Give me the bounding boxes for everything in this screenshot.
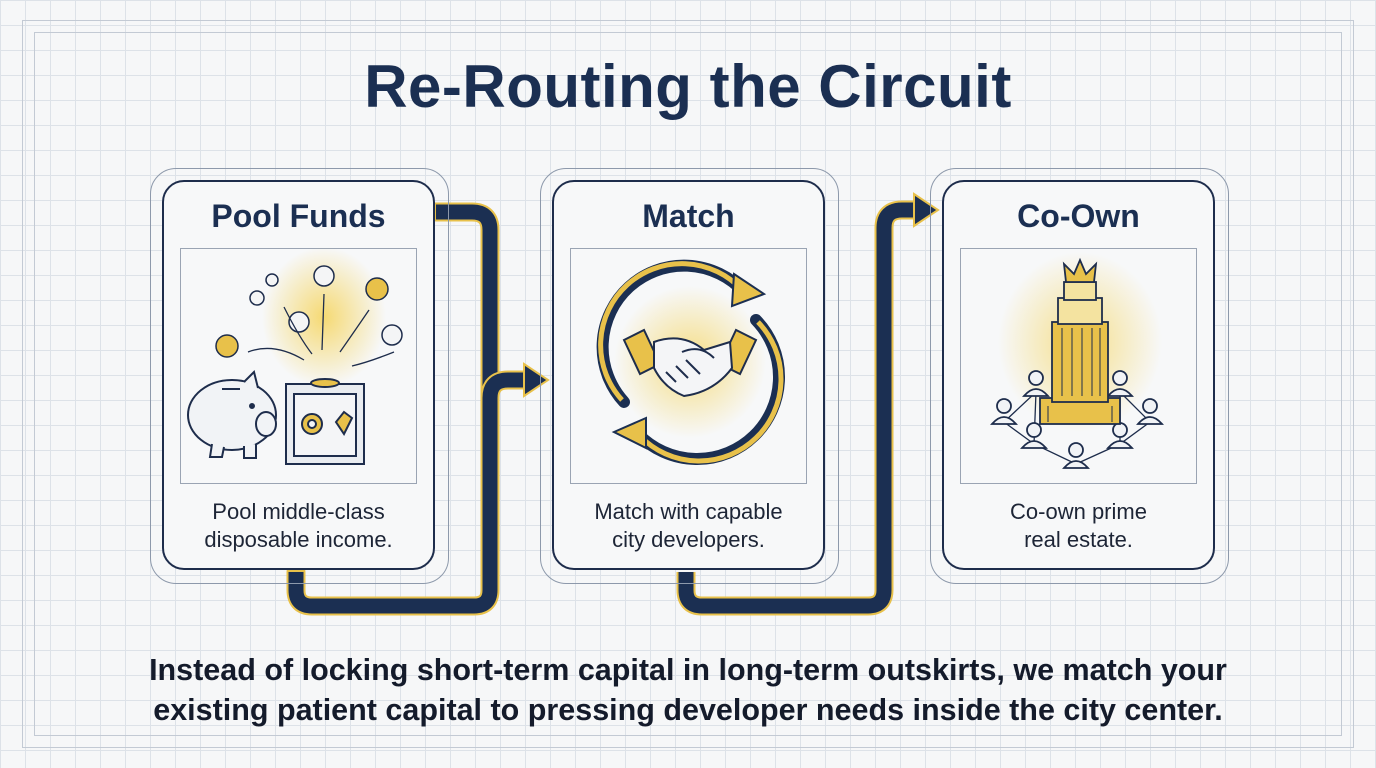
step-description-line: Pool middle-class bbox=[212, 499, 385, 524]
people-network-icon bbox=[990, 370, 1164, 469]
match-illustration bbox=[596, 259, 785, 466]
connector-2 bbox=[676, 192, 940, 616]
illustration-frame bbox=[570, 248, 807, 484]
step-card-pool-funds: Pool Funds bbox=[162, 180, 435, 570]
step-description-line: city developers. bbox=[612, 527, 765, 552]
illustration-frame bbox=[180, 248, 417, 484]
step-card-co-own: Co-Own bbox=[942, 180, 1215, 570]
coin-icon bbox=[215, 265, 403, 358]
step-description: Match with capable city developers. bbox=[554, 498, 823, 554]
step-description-line: real estate. bbox=[1024, 527, 1133, 552]
footer-line: Instead of locking short-term capital in… bbox=[149, 653, 1227, 687]
page-title: Re-Routing the Circuit bbox=[364, 53, 1012, 120]
handshake-icon bbox=[622, 328, 758, 398]
cycle-arrows-icon bbox=[596, 259, 785, 466]
step-description-line: Co-own prime bbox=[1010, 499, 1147, 524]
step-title: Co-Own bbox=[1017, 198, 1140, 234]
step-description-line: disposable income. bbox=[204, 527, 393, 552]
step-description-line: Match with capable bbox=[594, 499, 783, 524]
skyscraper-icon bbox=[1039, 281, 1121, 425]
step-title: Match bbox=[642, 198, 735, 234]
card-outline-1 bbox=[150, 168, 449, 584]
safe-icon bbox=[285, 378, 365, 465]
footer-line: existing patient capital to pressing dev… bbox=[153, 693, 1223, 727]
card-outline-2 bbox=[540, 168, 839, 584]
illustration-frame bbox=[960, 248, 1197, 484]
connector-1 bbox=[286, 202, 550, 616]
co-own-illustration bbox=[990, 252, 1164, 469]
card-outline-3 bbox=[930, 168, 1229, 584]
step-card-match: Match Match with capable c bbox=[552, 180, 825, 570]
pool-funds-illustration bbox=[187, 247, 403, 465]
piggy-bank-icon bbox=[187, 370, 277, 459]
step-title: Pool Funds bbox=[211, 198, 386, 234]
footer-caption: Instead of locking short-term capital in… bbox=[0, 650, 1376, 730]
crown-icon bbox=[1062, 257, 1098, 283]
step-description: Co-own prime real estate. bbox=[944, 498, 1213, 554]
step-description: Pool middle-class disposable income. bbox=[164, 498, 433, 554]
